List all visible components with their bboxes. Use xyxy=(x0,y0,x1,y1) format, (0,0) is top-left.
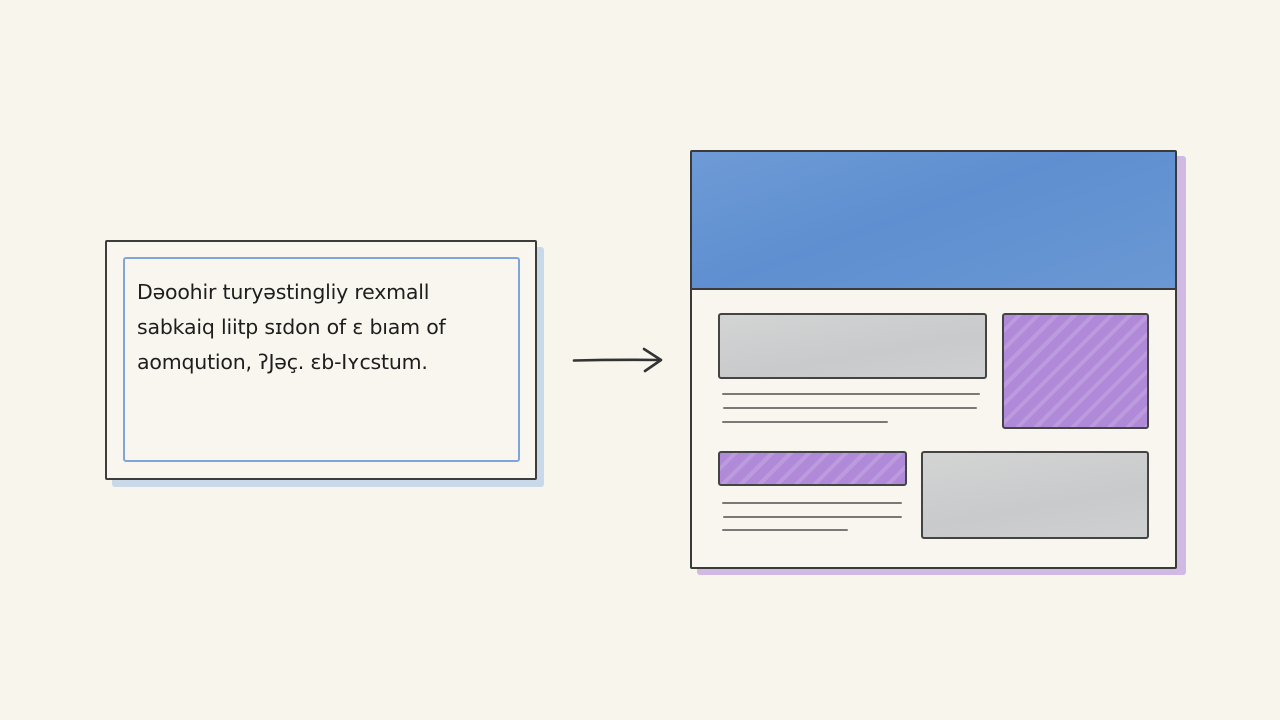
text-line-placeholder xyxy=(723,516,902,518)
text-line-2: sabkaiq liitp sɪdon of ɛ bıam of xyxy=(137,315,446,339)
text-line-3: aomqution, ʔJəç. ɛb-Iʏcstum. xyxy=(137,350,428,374)
text-line-placeholder xyxy=(722,393,980,395)
text-line-placeholder xyxy=(722,529,848,531)
text-line-1: Dəoohir turyəstingliy rexmall xyxy=(137,280,430,304)
top-left-gray-block xyxy=(718,313,987,379)
bottom-left-purple-bar xyxy=(718,451,907,486)
text-line-placeholder xyxy=(723,407,977,409)
wireframe-page xyxy=(690,150,1177,569)
top-right-purple-block xyxy=(1002,313,1149,429)
text-line-placeholder xyxy=(722,421,888,423)
text-card-inner-border: Dəoohir turyəstingliy rexmall sabkaiq li… xyxy=(123,257,520,462)
bottom-right-gray-block xyxy=(921,451,1149,539)
wireframe-header-block xyxy=(692,152,1175,290)
text-line-placeholder xyxy=(722,502,902,504)
text-card: Dəoohir turyəstingliy rexmall sabkaiq li… xyxy=(105,240,537,480)
right-arrow-icon xyxy=(572,347,663,373)
text-card-paragraph: Dəoohir turyəstingliy rexmall sabkaiq li… xyxy=(137,275,507,380)
